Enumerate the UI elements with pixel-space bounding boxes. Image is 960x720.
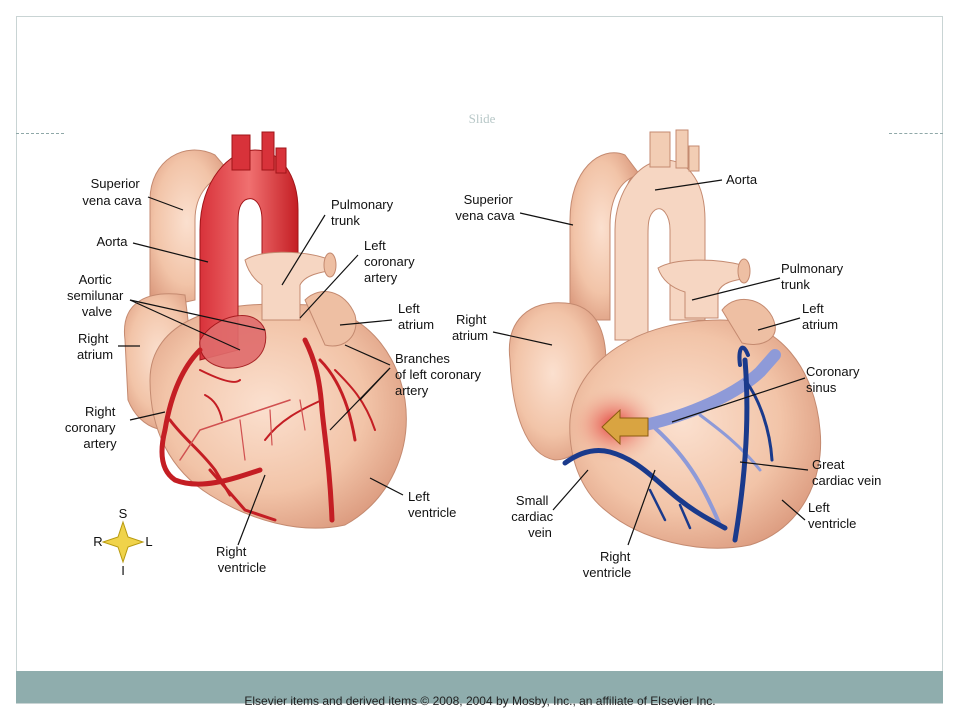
left-left-atrium-shape (304, 291, 357, 347)
blood-flow-arrow-icon (601, 408, 649, 446)
label-left-aorta: Aorta (96, 234, 128, 249)
right-heart (492, 129, 822, 549)
right-aorta-shape (614, 159, 706, 341)
label-left-branches-left-coronary: Branches of left coronary artery (395, 351, 485, 398)
label-right-right-ventricle: Right ventricle (583, 549, 634, 580)
compass-star-icon (101, 520, 145, 564)
label-left-right-ventricle: Right ventricle (216, 544, 266, 575)
label-left-left-ventricle: Left ventricle (408, 489, 456, 520)
compass-east: L (145, 534, 152, 549)
label-left-left-atrium: Left atrium (398, 301, 434, 332)
footer-copyright: Elsevier items and derived items © 2008,… (244, 694, 716, 708)
label-left-left-coronary-artery: Left coronary artery (364, 238, 418, 285)
label-right-left-ventricle: Left ventricle (808, 500, 856, 531)
label-right-coronary-sinus: Coronary sinus (806, 364, 863, 395)
footer-bar (16, 671, 943, 703)
label-right-right-atrium: Right atrium (452, 312, 490, 343)
right-leader-lines (492, 179, 809, 546)
slide-divider-left (16, 133, 64, 134)
label-right-small-cardiac-vein: Small cardiac vein (511, 493, 557, 540)
right-pulmonary-trunk-shape (657, 259, 749, 319)
slide-badge: Slide (468, 111, 496, 126)
label-left-pulmonary-trunk: Pulmonary trunk (331, 197, 397, 228)
left-pulmonary-trunk-shape (244, 251, 336, 321)
label-right-left-atrium: Left atrium (802, 301, 838, 332)
left-ventricles-shape (149, 303, 407, 529)
right-cardiac-veins (562, 345, 781, 543)
label-left-superior-vena-cava: Superior vena cava (82, 176, 143, 208)
label-right-superior-vena-cava: Superior vena cava (455, 192, 516, 223)
label-left-aortic-semilunar-valve: Aortic semilunar valve (67, 272, 127, 319)
compass-south: I (121, 563, 125, 578)
label-left-right-atrium: Right atrium (77, 331, 113, 362)
left-heart (118, 131, 407, 546)
label-right-aorta: Aorta (726, 172, 758, 187)
label-right-pulmonary-trunk: Pulmonary trunk (781, 261, 847, 292)
left-leader-lines (118, 196, 404, 546)
compass-north: S (119, 506, 128, 521)
slide-divider-right (889, 133, 943, 134)
orientation-compass: S I R L (93, 506, 152, 578)
compass-west: R (93, 534, 102, 549)
label-left-right-coronary-artery: Right coronary artery (65, 404, 119, 451)
left-coronary-arteries (159, 337, 376, 523)
label-right-great-cardiac-vein: Great cardiac vein (812, 457, 881, 488)
left-aorta-shape (199, 149, 299, 361)
